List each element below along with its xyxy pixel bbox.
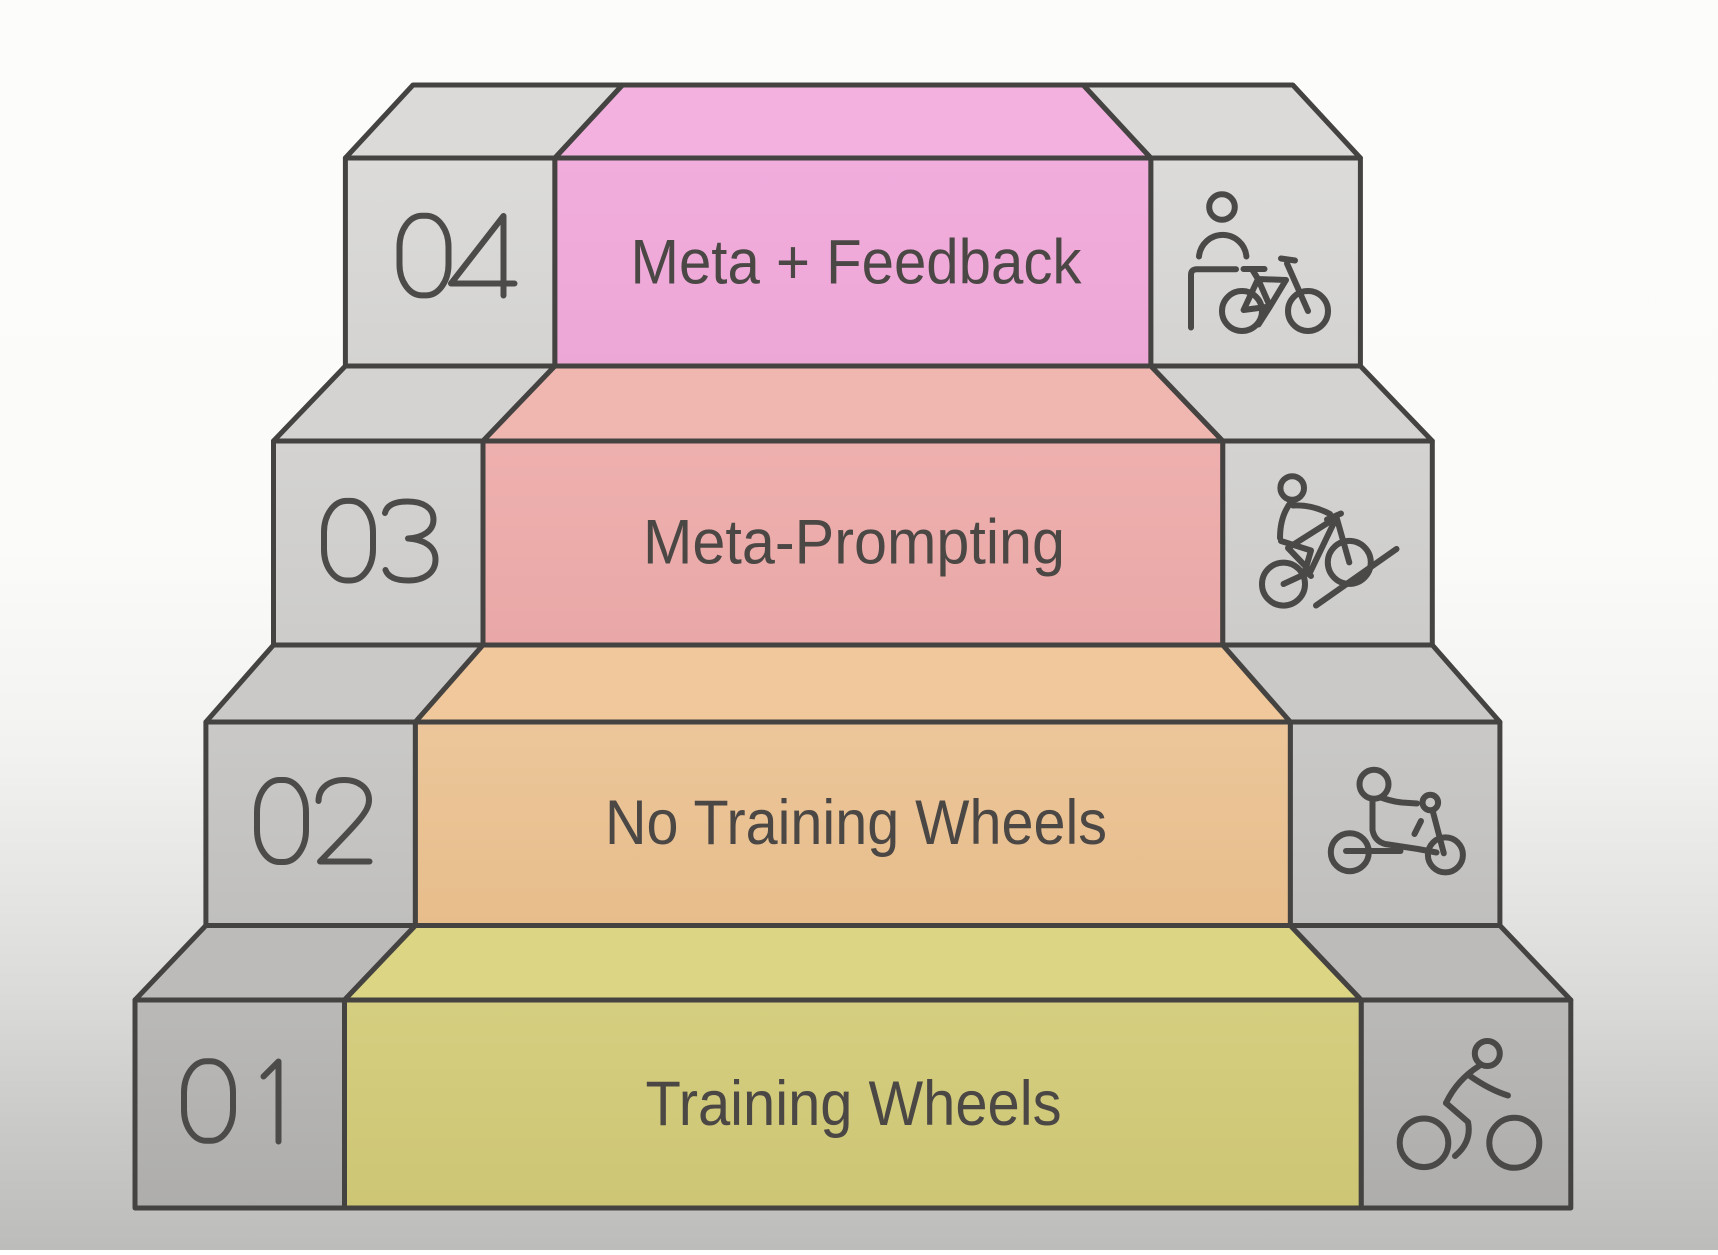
svg-text:No Training Wheels: No Training Wheels (605, 788, 1107, 858)
svg-text:Training Wheels: Training Wheels (646, 1069, 1062, 1139)
svg-text:Meta-Prompting: Meta-Prompting (643, 508, 1065, 578)
svg-text:Meta + Feedback: Meta + Feedback (631, 227, 1082, 297)
